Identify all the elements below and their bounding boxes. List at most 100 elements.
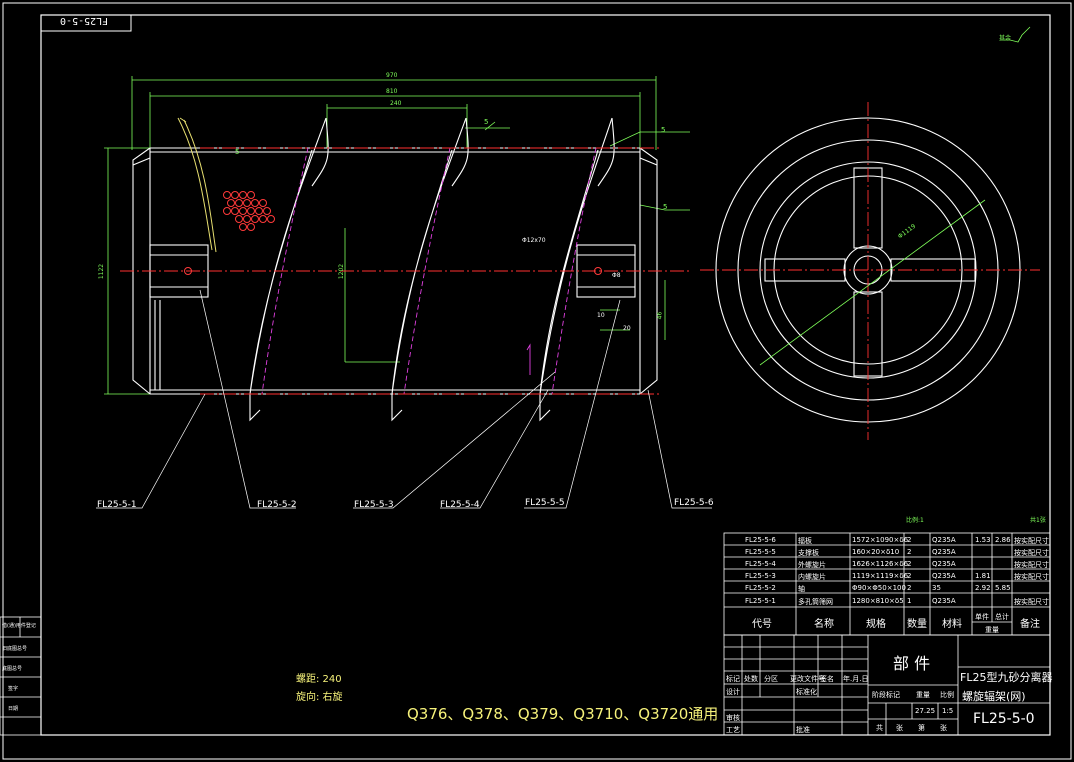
bom-r3-qty: 2	[907, 560, 912, 568]
side-label-5: 日期	[8, 706, 19, 712]
callout-3: FL25-5-3	[354, 500, 394, 510]
bom-r2-note: 按实配尺寸	[1014, 549, 1049, 557]
bom-r1-name: 辐板	[798, 537, 812, 545]
tb-row-process: 工艺	[726, 726, 740, 734]
bom-r2-name: 支撑板	[798, 549, 819, 557]
tb-sig-date: 年.月.日	[843, 675, 869, 683]
bom-r4-note: 按实配尺寸	[1014, 573, 1049, 581]
side-strip-table	[0, 616, 42, 736]
bom-r5-w1: 2.92	[975, 584, 991, 592]
bom-r3-note: 按实配尺寸	[1014, 561, 1049, 569]
dim-height-inner: 1202	[338, 263, 346, 280]
tb-sig-file: 更改文件号	[790, 675, 825, 683]
weld-label-2: 5	[661, 126, 666, 134]
dim-overall-outer: 970	[386, 72, 398, 79]
bom-header-note: 备注	[1020, 619, 1040, 630]
bom-header-spec: 规格	[866, 619, 886, 630]
side-view	[700, 26, 1040, 440]
bom-r2-code: FL25-5-5	[745, 548, 776, 556]
bom-r2-spec: 160×20×δ10	[852, 548, 900, 556]
roughness-mark: 其余	[999, 35, 1012, 42]
tb-sig-sign: 签名	[820, 675, 834, 683]
inner-frame	[40, 14, 1051, 736]
side-label-2: 旧底图总号	[2, 646, 28, 652]
front-view	[96, 76, 712, 509]
bom-r1-w1: 1.53	[975, 536, 991, 544]
tb-sig-zone: 分区	[764, 675, 778, 683]
drawing-number: FL25-5-0	[973, 711, 1035, 727]
bom-r5-spec: Φ90×Φ50×100	[852, 584, 906, 592]
dim-bore: Φ12x70	[522, 237, 546, 244]
applicable-note: Q376、Q378、Q379、Q3710、Q3720通用	[407, 705, 719, 723]
bom-r2-mat: Q235A	[932, 548, 956, 556]
dim-hole: Φ8	[612, 272, 621, 279]
title-block	[723, 634, 1051, 736]
bom-header-qty: 数量	[907, 619, 927, 630]
tb-sheet-no: 第	[918, 724, 925, 732]
dim-pitch: 240	[390, 100, 402, 107]
dim-a: 10	[597, 312, 605, 319]
tb-weight-label: 重量	[916, 691, 930, 699]
tb-std-label: 标准化	[796, 688, 817, 696]
bom-r4-name: 内螺旋片	[798, 573, 826, 581]
dim-hub: 46	[656, 311, 664, 320]
tb-scale-value: 1:5	[942, 707, 954, 715]
bom-r1-qty: 2	[907, 536, 912, 544]
side-label-3: 底图总号	[2, 666, 23, 672]
callout-1: FL25-5-1	[97, 500, 137, 510]
sheet-note: 共1张	[1030, 517, 1046, 524]
weld-label-4: 5	[235, 148, 240, 156]
tb-sheet-zhang1: 张	[896, 724, 903, 732]
code-box	[40, 14, 132, 32]
bom-r6-spec: 1280×810×δ5	[852, 597, 904, 605]
bom-r3-name: 外螺旋片	[798, 561, 826, 569]
bom-r5-code: FL25-5-2	[745, 584, 776, 592]
bom-r5-name: 轴	[798, 585, 805, 593]
dim-overall-inner: 810	[386, 88, 398, 95]
bom-r3-mat: Q235A	[932, 560, 956, 568]
bom-header-weight: 重量	[985, 626, 999, 634]
bom-r4-mat: Q235A	[932, 572, 956, 580]
bom-r3-spec: 1626×1126×δ6	[852, 560, 909, 568]
bom-r3-code: FL25-5-4	[745, 560, 776, 568]
bom-header-mat: 材料	[942, 619, 962, 630]
tb-weight-value: 27.25	[915, 707, 936, 715]
bom-r6-note: 按实配尺寸	[1014, 598, 1049, 606]
bom-r1-code: FL25-5-6	[745, 536, 776, 544]
bom-r5-w2: 5.85	[995, 584, 1011, 592]
dim-height-left: 1122	[98, 263, 106, 280]
bom-header-name: 名称	[814, 619, 834, 630]
bom-header-code: 代号	[752, 619, 772, 630]
side-label-4: 签字	[8, 686, 19, 692]
bom-r4-w1: 1.81	[975, 572, 991, 580]
tb-sig-count: 处数	[744, 675, 758, 683]
pitch-note: 螺距: 240	[296, 674, 342, 685]
tb-row-review: 审核	[726, 714, 740, 722]
bom-header-wtotal: 总计	[995, 613, 1009, 621]
bom-r6-name: 多孔筒筛网	[798, 598, 833, 606]
product-name: FL25型九砂分离器	[960, 671, 1053, 684]
bom-r5-mat: 35	[932, 584, 941, 592]
bom-r6-mat: Q235A	[932, 597, 956, 605]
bom-r4-qty: 2	[907, 572, 912, 580]
tb-approve-label: 批准	[796, 726, 810, 734]
bom-r4-code: FL25-5-3	[745, 572, 776, 580]
bom-r4-spec: 1119×1119×δ6	[852, 572, 909, 580]
scale-note: 比例:1	[906, 517, 924, 524]
tb-sheet-total: 共	[876, 724, 883, 732]
tb-row-design: 设计	[726, 688, 740, 696]
bom-r1-w2: 2.86	[995, 536, 1011, 544]
bom-r2-qty: 2	[907, 548, 912, 556]
callout-2: FL25-5-2	[257, 500, 297, 510]
part-label: 部 件	[893, 654, 931, 673]
side-label-1: 借(通)用件登记	[2, 623, 36, 629]
bom-r6-code: FL25-5-1	[745, 597, 776, 605]
bom-header-wsingle: 单件	[975, 613, 989, 621]
perforation-holes	[184, 191, 602, 275]
tb-stage-label: 阶段标记	[872, 691, 900, 699]
bom-r1-mat: Q235A	[932, 536, 956, 544]
code-box-label: FL25-5-0	[60, 15, 109, 26]
callout-6: FL25-5-6	[674, 498, 714, 508]
